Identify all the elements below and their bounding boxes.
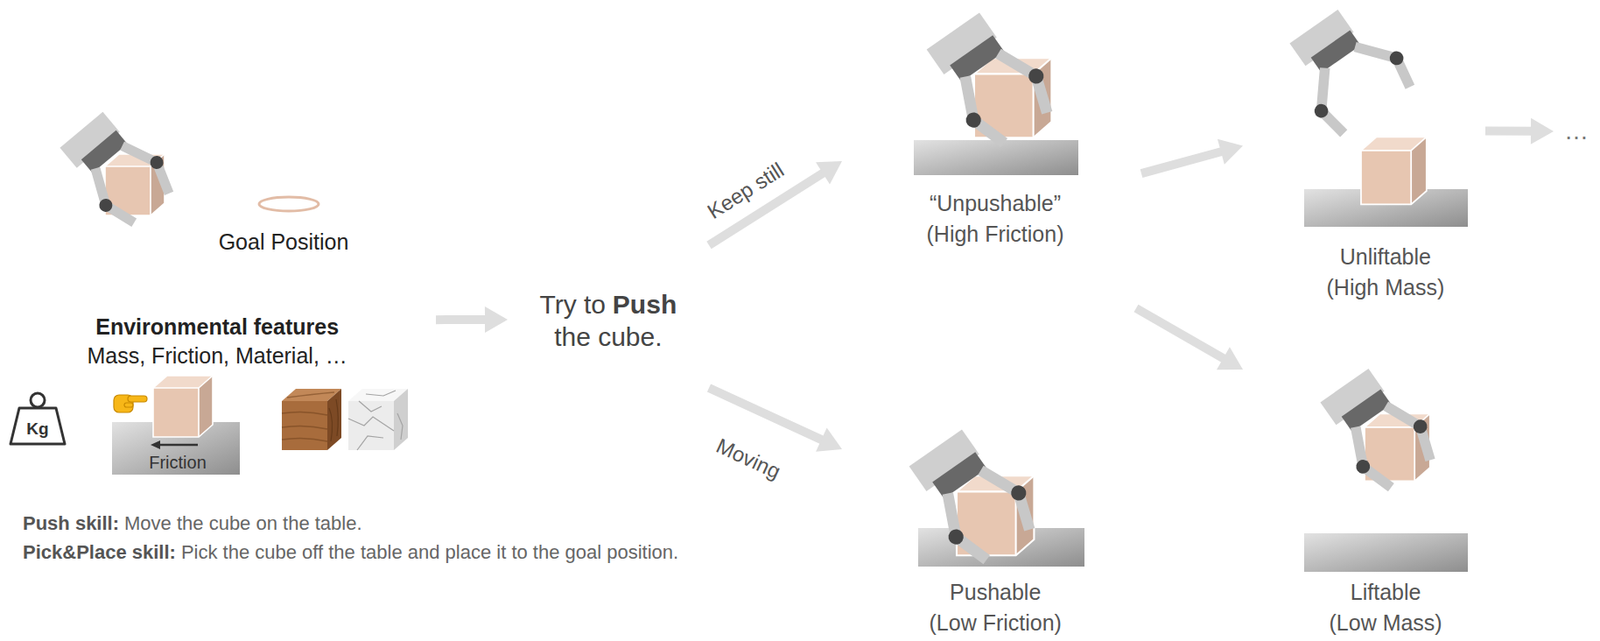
arrow-shaft — [1485, 126, 1533, 135]
arrow-head — [484, 306, 508, 333]
pointing-hand — [113, 394, 148, 413]
arrow-head — [1217, 139, 1243, 165]
outcome-panel: “Unpushable”(High Friction) — [842, 35, 1138, 316]
text-block: Liftable(Low Mass) — [1329, 576, 1443, 639]
table — [1304, 533, 1468, 572]
text-line: … — [1564, 116, 1589, 147]
node-text: (High Mass) — [1326, 272, 1446, 303]
gripper — [53, 101, 183, 233]
text-block: Unliftable(High Mass) — [1326, 241, 1446, 303]
text-block: “Unpushable”(High Friction) — [926, 188, 1065, 250]
node-text: Environmental features — [95, 312, 339, 342]
gripper — [1312, 358, 1446, 498]
node-text: the cube. — [554, 321, 662, 354]
node-text: Unliftable — [1340, 241, 1432, 273]
text-line: Unliftable — [1326, 241, 1446, 273]
arrow-head — [815, 427, 843, 451]
force-label: Friction — [148, 452, 207, 473]
skill-description: Move the cube on the table. — [124, 512, 363, 535]
text-line: (Low Friction) — [929, 607, 1062, 639]
skill-description: Pick the cube off the table and place it… — [181, 540, 679, 564]
text-line: Mass, Friction, Material, … — [87, 341, 348, 371]
node-text: (High Friction) — [926, 218, 1065, 250]
marble-cube — [348, 388, 408, 450]
legend-row: Pick&Place skill:Pick the cube off the t… — [22, 540, 679, 564]
arrow-head — [815, 161, 843, 185]
text-line: (Low Mass) — [1329, 607, 1443, 639]
skill-name: Pick&Place skill: — [22, 540, 176, 564]
node-text: Push — [612, 288, 677, 322]
table — [913, 140, 1079, 176]
text-block: Pushable(Low Friction) — [929, 576, 1062, 639]
arrow-shaft — [708, 387, 823, 441]
arrow-head — [1530, 118, 1554, 145]
text-block: Try toPushthe cube. — [540, 288, 678, 354]
friction-arrow — [150, 440, 198, 450]
skill-name: Push skill: — [22, 512, 120, 535]
text-line: Try toPush — [540, 288, 678, 322]
gripper — [1273, 0, 1421, 141]
node-text: Try to — [540, 288, 607, 322]
node-text: (Low Friction) — [929, 607, 1062, 639]
legend-row: Push skill:Move the cube on the table. — [22, 512, 363, 535]
outcome-panel: Pushable(Low Friction) — [842, 402, 1138, 639]
node-text: … — [1564, 116, 1589, 147]
arrow-shaft — [1136, 308, 1225, 359]
scene-panel: Environmental featuresMass, Friction, Ma… — [8, 96, 436, 491]
text-block: Environmental featuresMass, Friction, Ma… — [87, 312, 348, 371]
text-block: … — [1564, 116, 1589, 147]
arrow-head — [1216, 346, 1243, 370]
node-text: Pushable — [949, 576, 1041, 608]
outcome-panel: Liftable(Low Mass) — [1242, 350, 1486, 639]
node-text: “Unpushable” — [929, 188, 1061, 219]
outcome-panel: Unliftable(High Mass) — [1242, 0, 1486, 303]
node-text: Mass, Friction, Material, … — [87, 341, 348, 371]
flow-arrow — [1141, 139, 1243, 174]
node-text: (Low Mass) — [1329, 607, 1443, 639]
text-line: Liftable — [1329, 576, 1443, 608]
wood-cube — [281, 388, 342, 450]
text-line: (High Mass) — [1326, 272, 1446, 303]
text-line: (High Friction) — [926, 218, 1065, 250]
text-line: Pushable — [929, 576, 1062, 608]
cube — [153, 375, 213, 437]
gripper — [901, 419, 1046, 571]
gripper — [919, 2, 1064, 155]
arrow-shaft — [435, 315, 487, 324]
edge-label: Moving — [712, 434, 785, 485]
goal-ring — [259, 196, 319, 211]
text-line: the cube. — [540, 321, 678, 354]
edge-label: Keep still — [702, 157, 788, 225]
arrow-shaft — [1141, 151, 1223, 174]
flow-arrow — [435, 306, 508, 333]
node-text: Liftable — [1350, 576, 1422, 608]
flow-arrow — [1485, 118, 1554, 145]
cube — [1361, 136, 1427, 204]
text-line: “Unpushable” — [926, 188, 1065, 219]
continuation-mark: … — [1557, 113, 1596, 149]
text-line: Environmental features — [87, 312, 348, 342]
weight-unit: Kg — [26, 419, 49, 439]
weight-icon — [10, 392, 65, 444]
action-label: Try toPushthe cube. — [507, 245, 709, 388]
flow-arrow — [1136, 308, 1243, 370]
goal-label: Goal Position — [218, 229, 350, 255]
